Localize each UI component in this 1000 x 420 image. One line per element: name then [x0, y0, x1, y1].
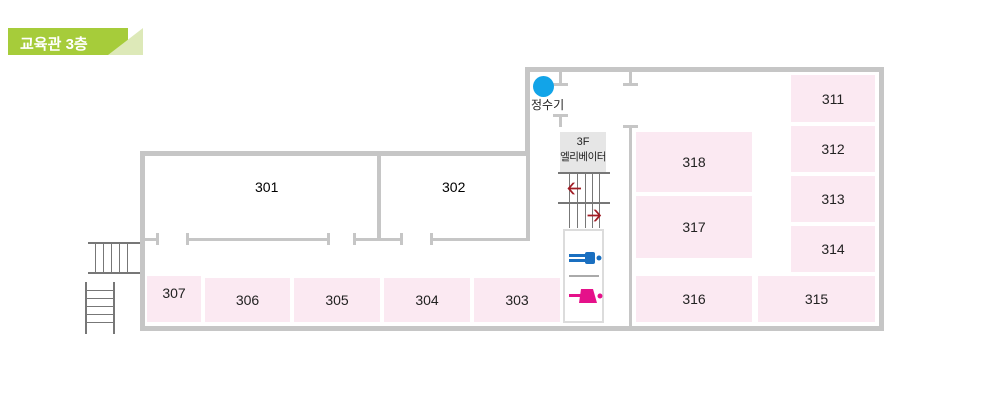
wall [430, 233, 433, 245]
wall [559, 72, 562, 84]
elevator-floor: 3F [576, 136, 590, 148]
wall [156, 233, 159, 245]
wall [353, 233, 356, 245]
floor-title: 교육관 3층 [20, 36, 88, 53]
wall [629, 126, 632, 326]
wall [140, 326, 884, 331]
wall [525, 67, 530, 156]
water-dispenser-label: 정수기 [531, 98, 565, 112]
room-301[interactable]: 301 [255, 179, 279, 195]
restroom[interactable] [563, 229, 604, 323]
wall [145, 238, 157, 241]
wall [879, 67, 884, 331]
elevator-label: 엘리베이터 [560, 151, 606, 163]
room-317[interactable]: 317 [636, 196, 752, 258]
wall [140, 151, 145, 331]
wall [526, 155, 530, 241]
room-303[interactable]: 303 [474, 278, 560, 322]
wall [525, 67, 884, 72]
wall [553, 114, 568, 117]
room-306[interactable]: 306 [205, 278, 290, 322]
room-316[interactable]: 316 [636, 276, 752, 322]
female-restroom-icon [569, 289, 603, 303]
room-302[interactable]: 302 [442, 179, 466, 195]
wall [377, 155, 381, 241]
room-314[interactable]: 314 [791, 226, 875, 272]
wall [623, 125, 638, 128]
arrow-right-icon: 🡢 [587, 205, 602, 225]
wall [629, 72, 632, 84]
wall [432, 238, 528, 241]
room-307[interactable]: 307 [147, 276, 201, 322]
wall [400, 233, 403, 245]
room-311[interactable]: 311 [791, 75, 875, 122]
room-305[interactable]: 305 [294, 278, 380, 322]
room-318[interactable]: 318 [636, 132, 752, 192]
wall [553, 83, 568, 86]
room-312[interactable]: 312 [791, 126, 875, 172]
arrow-left-icon: 🡠 [567, 178, 582, 198]
elevator[interactable]: 3F 엘리베이터 [560, 132, 606, 172]
wall [355, 238, 401, 241]
wall [559, 115, 562, 127]
wall [188, 238, 328, 241]
room-304[interactable]: 304 [384, 278, 470, 322]
water-dispenser-icon [533, 76, 554, 97]
wall [186, 233, 189, 245]
wall [623, 83, 638, 86]
wall [327, 233, 330, 245]
room-313[interactable]: 313 [791, 176, 875, 222]
banner-triangle [108, 28, 143, 55]
male-restroom-icon [569, 252, 602, 264]
wall [140, 151, 530, 156]
room-315[interactable]: 315 [758, 276, 875, 322]
